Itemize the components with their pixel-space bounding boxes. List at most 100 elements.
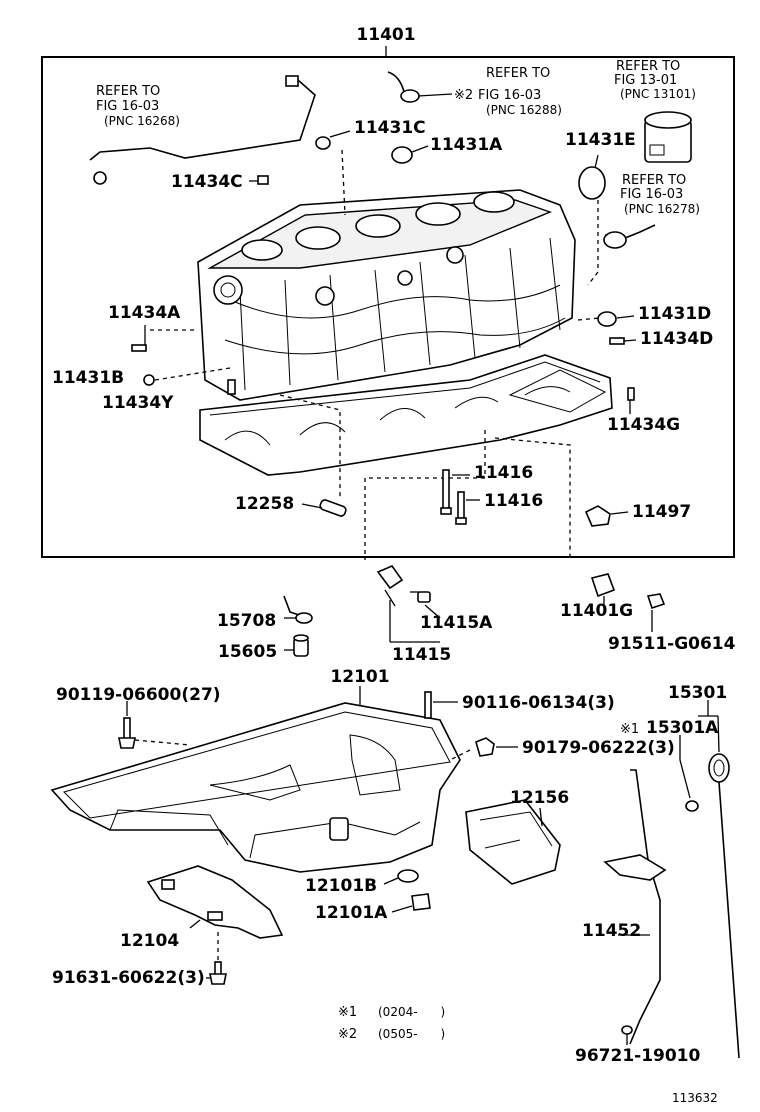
label-90119-06600: 90119-06600(27)	[56, 685, 221, 705]
svg-text:(PNC 16268): (PNC 16268)	[104, 114, 180, 128]
piston-part	[644, 111, 692, 163]
reference-note-1: REFER TO FIG 16-03 (PNC 16268)	[96, 84, 180, 128]
label-11434C: 11434C	[171, 172, 243, 192]
knock-sensor-parts	[590, 573, 666, 632]
oil-nozzle-part	[387, 71, 420, 103]
oil-pipe-part	[89, 75, 316, 185]
label-91511-G0614: 91511-G0614	[608, 634, 736, 654]
pin-11434D	[609, 337, 625, 345]
leaders-block	[144, 93, 637, 515]
label-12156: 12156	[510, 788, 569, 808]
plug-11431B	[143, 374, 155, 386]
oil-pan-lower-12104	[146, 865, 284, 939]
baffle-12156	[465, 799, 561, 885]
svg-text:(PNC 13101): (PNC 13101)	[620, 87, 696, 101]
label-91631-60622: 91631-60622(3)	[52, 968, 205, 988]
pin-12258	[319, 499, 347, 517]
label-11416-b: 11416	[484, 491, 543, 511]
label-11401: 11401	[356, 25, 415, 45]
reference-note-3: REFER TO FIG 13-01 (PNC 13101)	[614, 59, 696, 101]
svg-text:FIG 16-03: FIG 16-03	[620, 187, 683, 202]
svg-text:(PNC 16288): (PNC 16288)	[486, 103, 562, 117]
plug-11431C	[315, 136, 331, 150]
dash-11431E	[587, 200, 599, 286]
dash-11431D	[577, 317, 601, 321]
reference-note-2: ※2 REFER TO FIG 16-03 (PNC 16288)	[454, 66, 562, 117]
svg-text:FIG 16-03: FIG 16-03	[96, 99, 159, 114]
label-11431E: 11431E	[565, 130, 636, 150]
mark-2-ref: ※2	[454, 88, 473, 103]
legend-mark-1: ※1	[338, 1005, 357, 1020]
label-11497: 11497	[632, 502, 691, 522]
label-12101A: 12101A	[315, 903, 388, 923]
label-11431C: 11431C	[354, 118, 426, 138]
oil-pan	[50, 702, 461, 873]
label-96721-19010: 96721-19010	[575, 1046, 701, 1066]
label-11434Y: 11434Y	[102, 393, 174, 413]
cylinder-block	[197, 189, 613, 476]
label-11434G: 11434G	[607, 415, 680, 435]
nut-90179	[449, 737, 518, 761]
legend-mark-2: ※2	[338, 1027, 357, 1042]
label-11415A: 11415A	[420, 613, 493, 633]
label-15605: 15605	[218, 642, 277, 662]
sensor-15708	[283, 595, 313, 624]
pin-11434C	[257, 175, 269, 185]
pin-11434A	[131, 344, 147, 352]
legend-range-1: (0204- )	[378, 1005, 445, 1019]
label-90116-06134: 90116-06134(3)	[462, 693, 615, 713]
label-11434D: 11434D	[640, 329, 713, 349]
assembly-frame	[41, 56, 735, 558]
bolt-90119	[118, 717, 191, 749]
plug-11497	[584, 505, 611, 527]
dash-11497	[494, 437, 571, 560]
dash-11416	[364, 430, 486, 560]
bolts-11416	[440, 469, 467, 525]
label-11434A: 11434A	[108, 303, 181, 323]
label-12101: 12101	[330, 667, 389, 687]
label-11431D: 11431D	[638, 304, 711, 324]
label-11415: 11415	[392, 645, 451, 665]
svg-text:REFER TO: REFER TO	[622, 173, 686, 188]
label-11401G: 11401G	[560, 601, 633, 621]
label-11431B: 11431B	[52, 368, 124, 388]
dash-11431C	[341, 149, 346, 216]
mark-1-ref: ※1	[620, 722, 639, 737]
dipstick-15301	[698, 700, 740, 1059]
label-12101B: 12101B	[305, 876, 377, 896]
bolt-91631	[206, 930, 227, 985]
drain-gasket-12101B	[383, 869, 419, 885]
svg-text:(PNC 16278): (PNC 16278)	[624, 202, 700, 216]
dipstick-guide-11452	[603, 769, 667, 1045]
label-15708: 15708	[217, 611, 276, 631]
drain-plug-12101A	[391, 893, 431, 913]
sensor-15605	[284, 634, 309, 657]
svg-text:FIG 16-03: FIG 16-03	[478, 88, 541, 103]
plug-11431D	[597, 311, 617, 327]
dash-12258	[279, 394, 341, 500]
plug-11431E	[578, 166, 606, 200]
label-12104: 12104	[120, 931, 179, 951]
label-90179-06222: 90179-06222(3)	[522, 738, 675, 758]
oil-pressure-switch-parts	[376, 565, 441, 643]
svg-text:FIG 13-01: FIG 13-01	[614, 73, 677, 88]
reference-note-4: REFER TO FIG 16-03 (PNC 16278)	[620, 173, 700, 216]
label-12258: 12258	[235, 494, 294, 514]
svg-text:REFER TO: REFER TO	[616, 59, 680, 74]
pin-11434G	[627, 387, 635, 401]
label-11431A: 11431A	[430, 135, 503, 155]
legend-range-2: (0505- )	[378, 1027, 445, 1041]
stud-90116	[424, 691, 458, 719]
label-11452: 11452	[582, 921, 641, 941]
label-11416-a: 11416	[474, 463, 533, 483]
svg-text:REFER TO: REFER TO	[96, 84, 160, 99]
oring-15301A	[679, 735, 699, 812]
label-15301: 15301	[668, 683, 727, 703]
pin-11434Y	[227, 379, 236, 395]
svg-text:REFER TO: REFER TO	[486, 66, 550, 81]
label-15301A: 15301A	[646, 718, 719, 738]
footnote-legend: ※1 (0204- ) ※2 (0505- )	[338, 1005, 445, 1042]
plug-11431A	[391, 146, 413, 164]
oil-jet-part	[603, 224, 656, 249]
